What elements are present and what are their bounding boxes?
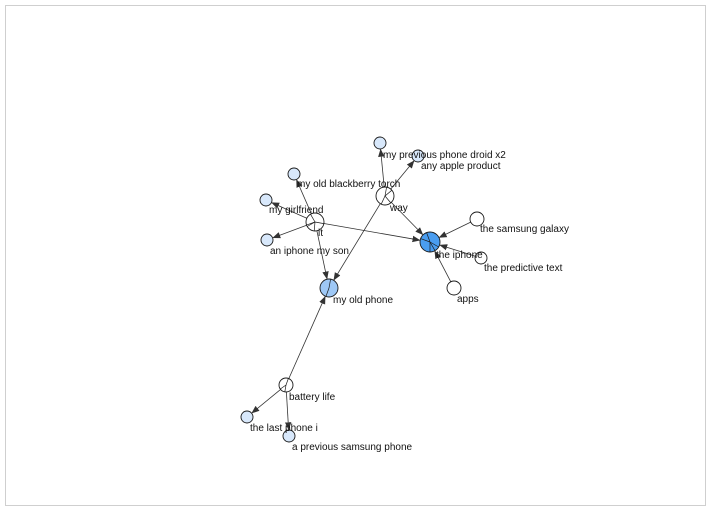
node-label-the-samsung-galaxy: the samsung galaxy [480,224,569,235]
node-label-the-last-phone-i: the last phone i [250,423,318,434]
node-my-previous-phone-droid-x2[interactable] [373,136,387,150]
node-spoke-battery-life-0 [285,378,289,386]
node-circle-the-last-phone-i[interactable] [240,410,254,424]
node-label-my-previous-phone-droid-x2: my previous phone droid x2 [383,150,506,161]
edge-battery-life-to-the-last-phone-i [251,389,281,414]
edge-it-to-my-old-phone [316,230,329,280]
node-label-any-apple-product: any apple product [421,161,501,172]
edge-way-to-my-old-phone [333,203,381,281]
edge-way-to-any-apple-product [390,160,415,190]
node-circle-the-samsung-galaxy[interactable] [469,211,485,227]
node-circle-the-predictive-text[interactable] [474,251,488,265]
node-spoke-it-0 [310,214,316,223]
edge-way-to-the-iphone [391,202,424,236]
node-circle-my-previous-phone-droid-x2[interactable] [373,136,387,150]
node-spoke-battery-life-2 [284,384,287,392]
node-spoke-the-iphone-0 [426,232,431,243]
node-label-it: it [318,228,323,239]
edge-the-samsung-galaxy-to-the-iphone [438,221,471,238]
node-the-iphone[interactable] [419,231,441,253]
node-spoke-way-3 [380,195,386,205]
node-spoke-it-2 [307,221,316,227]
node-spoke-the-iphone-2 [429,241,439,248]
node-battery-life[interactable] [278,377,294,393]
node-circle-any-apple-product[interactable] [411,149,425,163]
node-label-battery-life: battery life [289,392,336,403]
node-any-apple-product[interactable] [411,149,425,163]
node-circle-my-girlfriend[interactable] [259,193,273,207]
node-circle-a-previous-samsung-phone[interactable] [282,429,296,443]
edge-it-to-my-old-blackberry-torch [296,179,312,214]
node-circle-an-iphone-my-son[interactable] [260,233,274,247]
node-spoke-my-old-phone-1 [325,287,330,297]
node-apps[interactable] [446,280,462,296]
node-label-my-old-blackberry-torch: my old blackberry torch [297,179,400,190]
node-spoke-the-iphone-1 [420,238,431,243]
graph-frame [5,5,706,506]
node-label-apps: apps [457,294,479,305]
node-it[interactable] [305,212,325,232]
node-circle-my-old-blackberry-torch[interactable] [287,167,301,181]
edge-way-to-my-previous-phone-droid-x2 [378,148,385,188]
node-spoke-way-0 [384,187,387,197]
node-label-my-girlfriend: my girlfriend [269,205,323,216]
node-label-way: way [389,203,408,214]
edge-battery-life-to-a-previous-samsung-phone [284,391,292,431]
edge-battery-life-to-my-old-phone [288,295,326,379]
node-spoke-my-old-phone-0 [328,279,331,289]
node-my-old-phone[interactable] [319,278,339,298]
nodes-layer [240,136,488,443]
node-spoke-way-2 [384,195,392,204]
node-label-a-previous-samsung-phone: a previous samsung phone [292,442,413,453]
node-label-an-iphone-my-son: an iphone my son [270,246,349,257]
node-spoke-it-4 [313,221,316,232]
node-label-the-predictive-text: the predictive text [484,263,563,274]
node-spoke-battery-life-1 [280,384,287,390]
node-spoke-the-iphone-3 [429,241,436,251]
edge-it-to-an-iphone-my-son [272,224,307,239]
node-spoke-it-3 [314,221,324,224]
node-spoke-way-1 [384,189,393,197]
node-the-predictive-text[interactable] [474,251,488,265]
node-label-the-iphone: the iphone [436,250,483,261]
node-the-last-phone-i[interactable] [240,410,254,424]
edge-apps-to-the-iphone [434,250,452,282]
edge-it-to-my-girlfriend [271,202,307,219]
node-label-my-old-phone: my old phone [333,295,393,306]
edges-layer [251,148,476,431]
edge-it-to-the-iphone [323,223,421,243]
node-my-old-blackberry-torch[interactable] [287,167,301,181]
node-way[interactable] [375,186,395,206]
node-the-samsung-galaxy[interactable] [469,211,485,227]
node-an-iphone-my-son[interactable] [260,233,274,247]
node-a-previous-samsung-phone[interactable] [282,429,296,443]
node-circle-apps[interactable] [446,280,462,296]
node-my-girlfriend[interactable] [259,193,273,207]
edge-the-predictive-text-to-the-iphone [439,244,476,257]
